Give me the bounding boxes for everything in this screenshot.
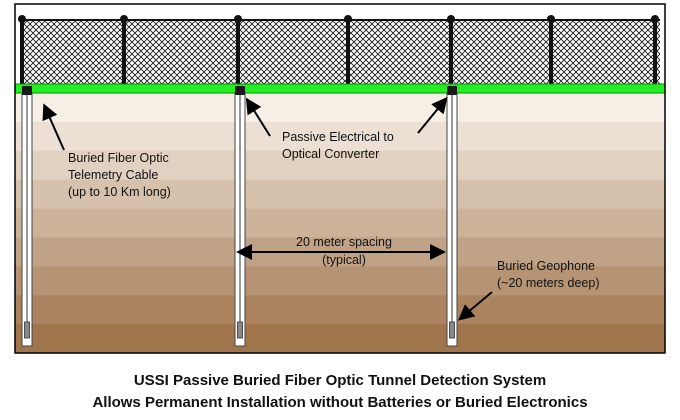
soil-band xyxy=(15,266,665,296)
label-line: (up to 10 Km long) xyxy=(68,185,171,199)
electrical-optical-converter xyxy=(447,86,457,95)
fence-post-cap xyxy=(547,15,555,23)
fence-posts xyxy=(18,15,659,86)
fence-post xyxy=(236,20,240,86)
caption-line-1: USSI Passive Buried Fiber Optic Tunnel D… xyxy=(133,372,547,389)
geophone xyxy=(449,321,455,339)
fence-post-cap xyxy=(18,15,26,23)
electrical-optical-converter xyxy=(235,86,245,95)
fence-post xyxy=(20,20,24,86)
soil-band xyxy=(15,179,665,210)
caption-line-2: Allows Permanent Installation without Ba… xyxy=(92,394,588,411)
converter-leader-arrow-left xyxy=(245,97,271,137)
fence-post xyxy=(346,20,350,86)
soil-band xyxy=(15,121,665,152)
converter-leader-arrow-right xyxy=(417,96,448,134)
fence-mesh xyxy=(20,20,660,86)
label-spacing: 20 meter spacing (typical) xyxy=(244,234,444,269)
label-line: Buried Fiber Optic xyxy=(68,151,169,165)
soil-strata xyxy=(15,93,665,354)
diagram-frame xyxy=(14,3,666,354)
cable-leader-arrow xyxy=(42,103,65,151)
soil-band xyxy=(15,150,665,181)
soil-band xyxy=(15,93,665,123)
label-fiber-cable: Buried Fiber Optic Telemetry Cable (up t… xyxy=(68,150,171,201)
soil-band xyxy=(15,208,665,238)
label-line: Telemetry Cable xyxy=(68,168,159,182)
fence-post xyxy=(122,20,126,86)
chain-link-fence xyxy=(18,15,660,86)
fence-post-cap xyxy=(234,15,242,23)
label-line: Optical Converter xyxy=(282,147,380,161)
label-line: Buried Geophone xyxy=(497,259,595,273)
label-line: 20 meter spacing xyxy=(296,235,392,249)
fence-post-cap xyxy=(120,15,128,23)
label-line: (~20 meters deep) xyxy=(497,276,600,290)
soil-band xyxy=(15,295,665,325)
soil-band xyxy=(15,324,665,354)
geophone xyxy=(24,321,30,339)
label-line: Passive Electrical to xyxy=(282,130,394,144)
label-line: (typical) xyxy=(322,253,366,267)
fence-post-cap xyxy=(651,15,659,23)
boreholes xyxy=(21,86,458,347)
fence-post-cap xyxy=(447,15,455,23)
fence-post-cap xyxy=(344,15,352,23)
electrical-optical-converter xyxy=(22,86,32,95)
fence-post xyxy=(549,20,553,86)
fiber-optic-cable xyxy=(14,83,666,94)
label-geophone: Buried Geophone (~20 meters deep) xyxy=(497,258,599,292)
geophone-leader-arrow xyxy=(457,291,493,321)
fence-post xyxy=(449,20,453,86)
fence-post xyxy=(653,20,657,86)
label-converter: Passive Electrical to Optical Converter xyxy=(282,129,394,163)
geophone xyxy=(237,321,243,339)
